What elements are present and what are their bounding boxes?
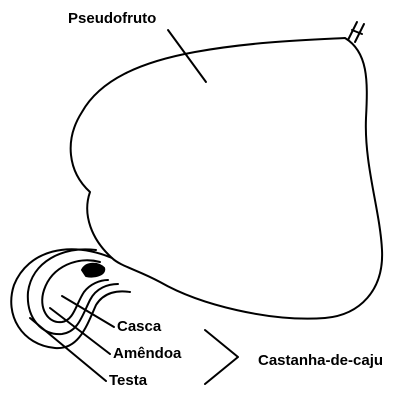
label-castanha-de-caju: Castanha-de-caju [258, 353, 383, 368]
stem [348, 22, 364, 42]
nut-spot [82, 264, 104, 277]
label-amendoa: Amêndoa [113, 346, 181, 361]
leader-testa [30, 318, 106, 381]
pseudofruit-outline [71, 38, 382, 319]
label-pseudofruto: Pseudofruto [68, 11, 156, 26]
label-casca: Casca [117, 319, 161, 334]
castanha-brace [205, 330, 238, 384]
label-testa: Testa [109, 373, 147, 388]
